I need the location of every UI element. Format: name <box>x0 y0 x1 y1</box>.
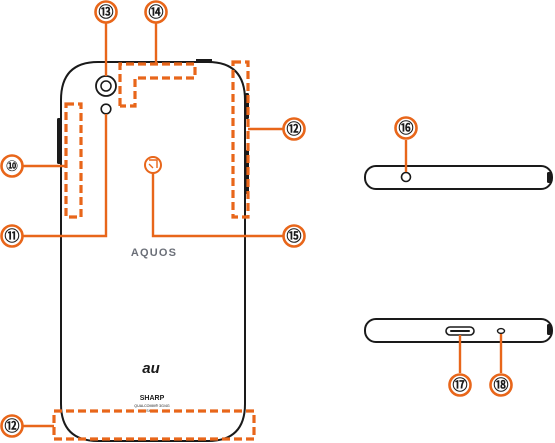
flash-icon <box>100 103 112 115</box>
brand-logo: AQUOS <box>131 247 177 259</box>
callout-18: ⑱ <box>489 373 513 397</box>
callout-17: ⑰ <box>448 373 472 397</box>
microphone-hole-icon <box>496 327 506 335</box>
top-edge-outline <box>364 165 553 190</box>
maker-logo: SHARP <box>140 395 165 402</box>
callout-10-label: ⑩ <box>6 157 19 175</box>
carrier-logo: au <box>142 360 160 377</box>
callout-17-label: ⑰ <box>452 376 467 394</box>
top-edge-view <box>364 140 553 190</box>
callout-16-label: ⑯ <box>398 119 413 137</box>
headphone-jack-icon <box>400 171 412 183</box>
callout-12-right: ⑫ <box>282 117 306 141</box>
leader-line-15 <box>151 173 283 238</box>
callout-14: ⑭ <box>144 0 168 24</box>
callout-16: ⑯ <box>394 116 418 140</box>
callout-14-label: ⑭ <box>148 3 163 21</box>
top-edge-notch <box>196 59 212 62</box>
callout-15-label: ⑮ <box>286 227 301 245</box>
usb-port-inner <box>450 330 470 332</box>
highlight-region-12-bottom <box>52 409 256 441</box>
bottom-edge-button <box>547 324 551 335</box>
bottom-edge-view <box>364 318 553 373</box>
callout-13: ⑬ <box>94 0 118 24</box>
phone-back-view: AQUOS au SHARP QUALCOMM® 3G/4G SHV46 <box>22 23 283 442</box>
rear-camera-lens <box>100 80 112 92</box>
callout-12-bottom-label: ⑫ <box>4 417 19 435</box>
fine-print-line-1: QUALCOMM® 3G/4G <box>134 404 170 408</box>
callout-15: ⑮ <box>282 224 306 248</box>
highlight-region-12-right <box>231 60 250 219</box>
leader-line-11 <box>22 114 108 238</box>
callout-18-label: ⑱ <box>493 376 508 394</box>
callout-12-right-label: ⑫ <box>286 120 301 138</box>
top-edge-button <box>547 172 551 183</box>
highlight-region-10 <box>64 102 83 219</box>
callout-12-bottom: ⑫ <box>0 414 24 438</box>
rear-camera-icon <box>95 75 117 97</box>
side-button-left <box>57 118 61 164</box>
callout-11-label: ⑪ <box>4 227 19 245</box>
callout-10: ⑩ <box>0 154 24 178</box>
highlight-region-14 <box>118 62 197 108</box>
callout-11: ⑪ <box>0 224 24 248</box>
callout-13-label: ⑬ <box>98 3 113 21</box>
nfc-mark-icon <box>144 156 162 174</box>
